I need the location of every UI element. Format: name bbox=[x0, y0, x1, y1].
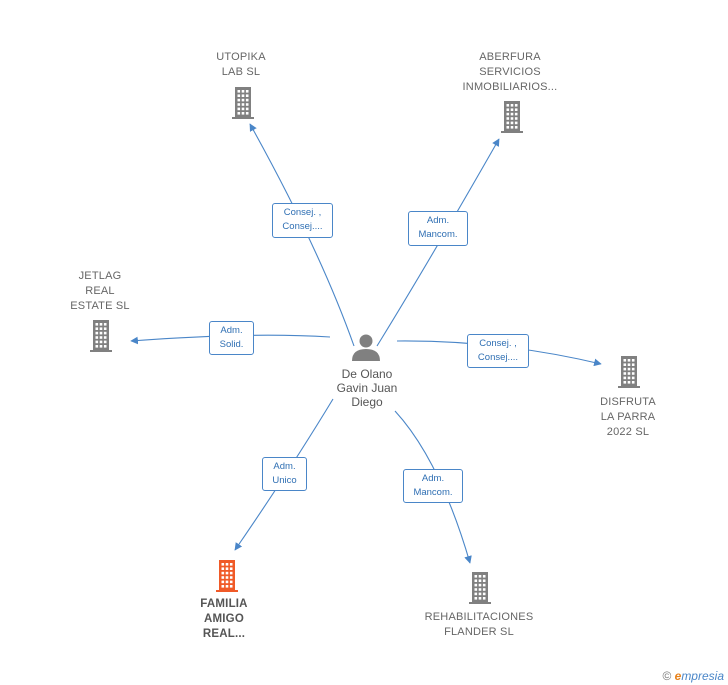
company-label-line: REAL bbox=[85, 285, 115, 297]
relation-line: Mancom. bbox=[413, 487, 453, 498]
company-label-line: REAL... bbox=[202, 628, 246, 640]
relation-line: Adm. bbox=[421, 473, 445, 484]
company-label-line: FLANDER SL bbox=[444, 626, 514, 638]
relation-box-familia[interactable]: Adm. Unico bbox=[262, 457, 307, 491]
edge-utopika bbox=[249, 123, 355, 347]
company-label-line: DISFRUTA bbox=[600, 396, 656, 408]
company-label-aberfura[interactable]: ABERFURA SERVICIOS INMOBILIARIOS... bbox=[450, 50, 570, 95]
footer-brand[interactable]: © empresia bbox=[662, 669, 724, 683]
company-label-line: ABERFURA bbox=[479, 51, 541, 63]
relation-line: Adm. bbox=[220, 325, 243, 336]
building-icon-jetlag[interactable] bbox=[90, 320, 112, 352]
company-label-rehabilitaciones[interactable]: REHABILITACIONES FLANDER SL bbox=[414, 610, 544, 640]
company-label-familia[interactable]: FAMILIA AMIGO REAL... bbox=[174, 597, 274, 642]
building-icon-disfruta[interactable] bbox=[618, 356, 640, 388]
company-label-utopika[interactable]: UTOPIKA LAB SL bbox=[191, 50, 291, 80]
person-name-line-1: De Olano bbox=[341, 367, 393, 381]
company-label-line: FAMILIA bbox=[200, 598, 248, 610]
brand-logo-text: mpresia bbox=[681, 669, 724, 683]
relation-line: Consej. , bbox=[479, 338, 517, 349]
building-icon-familia[interactable] bbox=[216, 560, 238, 592]
person-name[interactable]: De Olano Gavin Juan Diego bbox=[317, 367, 417, 409]
company-label-line: UTOPIKA bbox=[216, 51, 266, 63]
company-label-line: JETLAG bbox=[78, 270, 122, 282]
relation-box-disfruta[interactable]: Consej. , Consej.... bbox=[467, 334, 529, 368]
copyright-icon: © bbox=[662, 669, 672, 683]
edge-aberfura bbox=[376, 138, 500, 347]
company-label-line: LA PARRA bbox=[600, 411, 656, 423]
person-icon[interactable] bbox=[352, 334, 380, 362]
company-label-line: LAB SL bbox=[221, 66, 261, 78]
relation-line: Unico bbox=[272, 475, 297, 486]
relation-line: Solid. bbox=[219, 339, 244, 350]
person-name-line-2: Gavin Juan bbox=[336, 381, 398, 395]
company-label-jetlag[interactable]: JETLAG REAL ESTATE SL bbox=[50, 269, 150, 314]
company-label-line: SERVICIOS bbox=[479, 66, 541, 78]
relation-box-rehabilitaciones[interactable]: Adm. Mancom. bbox=[403, 469, 463, 503]
building-icon-rehabilitaciones[interactable] bbox=[469, 572, 491, 604]
person-name-line-3: Diego bbox=[351, 395, 383, 409]
relation-line: Adm. bbox=[273, 461, 296, 472]
relation-box-aberfura[interactable]: Adm. Mancom. bbox=[408, 211, 468, 246]
building-icon-aberfura[interactable] bbox=[501, 101, 523, 133]
relation-box-jetlag[interactable]: Adm. Solid. bbox=[209, 321, 254, 355]
relation-line: Consej. , bbox=[283, 207, 322, 218]
company-label-line: INMOBILIARIOS... bbox=[462, 81, 558, 93]
relation-line: Mancom. bbox=[418, 229, 458, 240]
company-label-line: AMIGO bbox=[204, 613, 244, 625]
relation-line: Consej.... bbox=[282, 221, 323, 232]
company-label-disfruta[interactable]: DISFRUTA LA PARRA 2022 SL bbox=[578, 395, 678, 440]
company-label-line: REHABILITACIONES bbox=[424, 611, 534, 623]
company-label-line: 2022 SL bbox=[606, 426, 650, 438]
building-icon-utopika[interactable] bbox=[232, 87, 254, 119]
relation-line: Adm. bbox=[426, 215, 450, 226]
brand-logo-letter: e bbox=[674, 669, 682, 683]
company-label-line: ESTATE SL bbox=[70, 300, 130, 312]
relation-box-utopika[interactable]: Consej. , Consej.... bbox=[272, 203, 333, 238]
relation-line: Consej.... bbox=[477, 352, 519, 363]
